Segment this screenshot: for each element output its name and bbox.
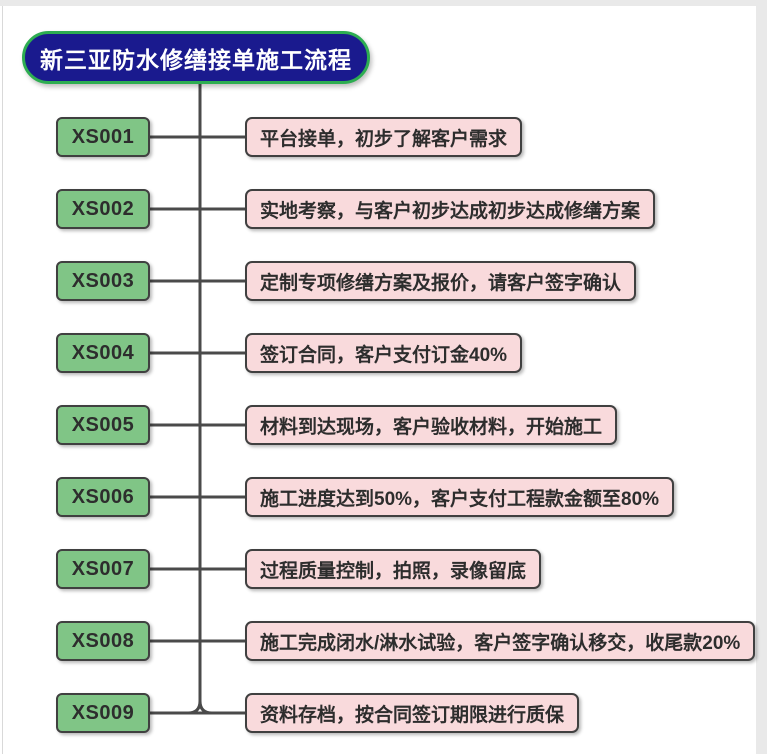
step-code-node[interactable]: XS005 [56, 405, 150, 445]
step-code-node[interactable]: XS007 [56, 549, 150, 589]
window-frame-top [0, 0, 767, 6]
window-frame-right [756, 6, 767, 754]
step-code-node[interactable]: XS006 [56, 477, 150, 517]
window-frame-left [2, 6, 3, 754]
flow-title-node[interactable]: 新三亚防水修缮接单施工流程 [22, 31, 370, 84]
step-code-label: XS002 [71, 197, 135, 220]
flow-step-row: XS002 实地考察，与客户初步达成初步达成修缮方案 [0, 189, 767, 229]
flow-step-row: XS001 平台接单，初步了解客户需求 [0, 117, 767, 157]
step-desc-node[interactable]: 资料存档，按合同签订期限进行质保 [245, 693, 580, 733]
step-desc-node[interactable]: 过程质量控制，拍照，录像留底 [245, 549, 542, 589]
step-code-label: XS003 [71, 269, 135, 292]
step-desc-node[interactable]: 平台接单，初步了解客户需求 [245, 117, 523, 157]
step-code-node[interactable]: XS003 [56, 261, 150, 301]
step-code-label: XS007 [71, 557, 135, 580]
step-code-label: XS009 [71, 701, 135, 724]
step-desc-label: 施工完成闭水/淋水试验，客户签字确认移交，收尾款20% [260, 632, 741, 654]
flow-step-row: XS006 施工进度达到50%，客户支付工程款金额至80% [0, 477, 767, 517]
step-desc-node[interactable]: 签订合同，客户支付订金40% [245, 333, 523, 373]
step-code-node[interactable]: XS001 [56, 117, 150, 157]
step-desc-node[interactable]: 施工完成闭水/淋水试验，客户签字确认移交，收尾款20% [245, 621, 756, 661]
flow-step-row: XS005 材料到达现场，客户验收材料，开始施工 [0, 405, 767, 445]
flow-title-label: 新三亚防水修缮接单施工流程 [40, 46, 352, 73]
step-code-label: XS005 [71, 413, 135, 436]
step-desc-label: 资料存档，按合同签订期限进行质保 [260, 704, 565, 726]
flow-step-row: XS003 定制专项修缮方案及报价，请客户签字确认 [0, 261, 767, 301]
step-desc-node[interactable]: 材料到达现场，客户验收材料，开始施工 [245, 405, 618, 445]
step-code-label: XS001 [71, 125, 135, 148]
step-code-node[interactable]: XS008 [56, 621, 150, 661]
step-code-label: XS008 [71, 629, 135, 652]
step-code-node[interactable]: XS009 [56, 693, 150, 733]
step-desc-label: 材料到达现场，客户验收材料，开始施工 [260, 416, 603, 438]
step-code-label: XS006 [71, 485, 135, 508]
flow-step-row: XS008 施工完成闭水/淋水试验，客户签字确认移交，收尾款20% [0, 621, 767, 661]
flow-step-row: XS009 资料存档，按合同签订期限进行质保 [0, 693, 767, 733]
step-desc-label: 过程质量控制，拍照，录像留底 [260, 560, 527, 582]
step-desc-node[interactable]: 施工进度达到50%，客户支付工程款金额至80% [245, 477, 675, 517]
flow-step-row: XS007 过程质量控制，拍照，录像留底 [0, 549, 767, 589]
step-desc-node[interactable]: 实地考察，与客户初步达成初步达成修缮方案 [245, 189, 656, 229]
step-desc-label: 签订合同，客户支付订金40% [260, 344, 508, 366]
step-code-node[interactable]: XS004 [56, 333, 150, 373]
step-desc-label: 平台接单，初步了解客户需求 [260, 128, 508, 150]
step-desc-label: 定制专项修缮方案及报价，请客户签字确认 [260, 272, 622, 294]
step-code-node[interactable]: XS002 [56, 189, 150, 229]
step-desc-label: 实地考察，与客户初步达成初步达成修缮方案 [260, 200, 641, 222]
step-code-label: XS004 [71, 341, 135, 364]
step-desc-label: 施工进度达到50%，客户支付工程款金额至80% [260, 488, 660, 510]
flow-step-row: XS004 签订合同，客户支付订金40% [0, 333, 767, 373]
step-desc-node[interactable]: 定制专项修缮方案及报价，请客户签字确认 [245, 261, 637, 301]
